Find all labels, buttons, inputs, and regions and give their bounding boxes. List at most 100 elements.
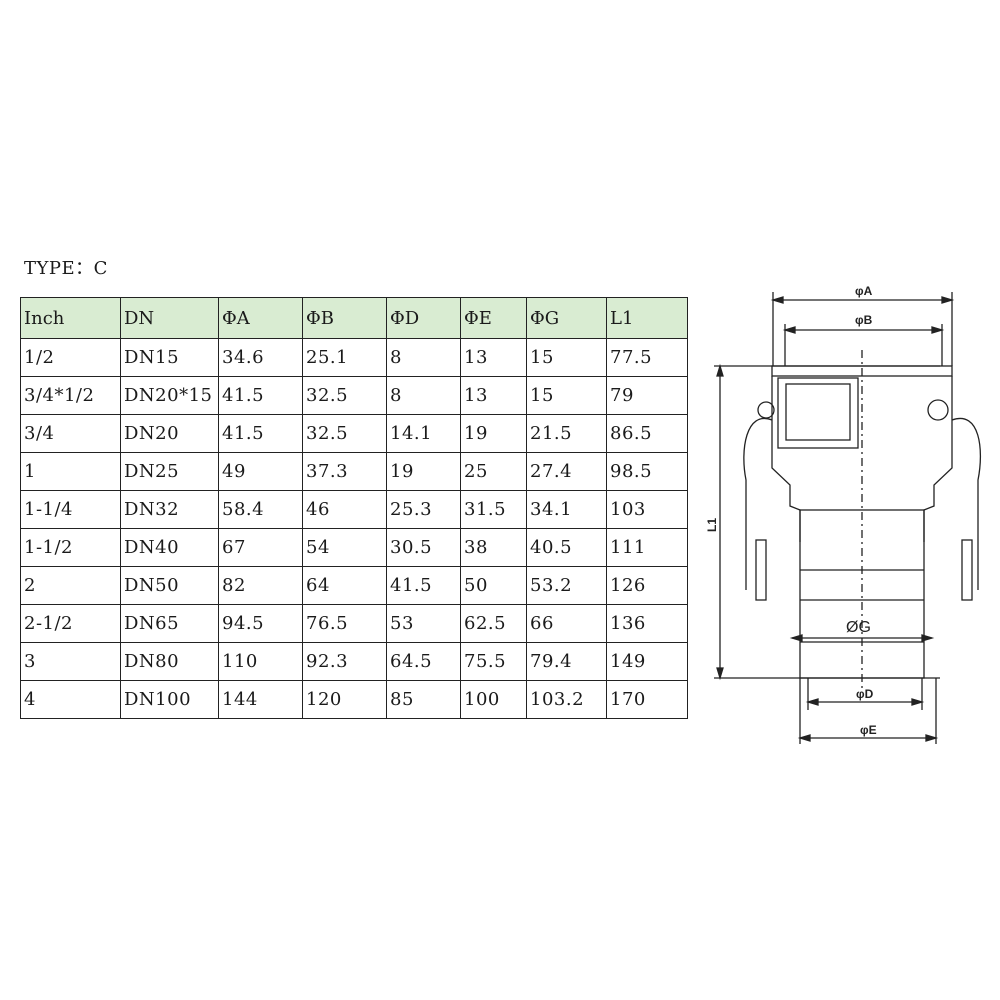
arrow-b-right: [931, 326, 945, 334]
table-row: 1-1/4 DN32 58.4 46 25.3 31.5 34.1 103: [20, 490, 688, 529]
pin-right: [927, 399, 949, 421]
table-row: 3/4 DN20 41.5 32.5 14.1 19 21.5 86.5: [20, 414, 688, 453]
cell-phi-a: 110: [218, 642, 303, 681]
cell-phi-b: 92.3: [302, 642, 387, 681]
cell-phi-e: 25: [460, 452, 527, 491]
cell-phi-a: 49: [218, 452, 303, 491]
cell-l1: 98.5: [606, 452, 688, 491]
label-a: φA: [855, 284, 873, 298]
arrow-e-right: [925, 734, 939, 742]
cell-phi-b: 64: [302, 566, 387, 605]
header-phi-g: ΦG: [526, 297, 607, 339]
cell-phi-d: 19: [386, 452, 461, 491]
cell-phi-b: 46: [302, 490, 387, 529]
cell-phi-g: 79.4: [526, 642, 607, 681]
cell-inch: 3: [20, 642, 121, 681]
label-d: φD: [856, 687, 874, 701]
cell-dn: DN65: [120, 604, 219, 643]
cell-phi-e: 75.5: [460, 642, 527, 681]
cell-dn: DN20: [120, 414, 219, 453]
cell-phi-g: 34.1: [526, 490, 607, 529]
cell-phi-a: 67: [218, 528, 303, 567]
cell-l1: 77.5: [606, 338, 688, 377]
table-header-row: Inch DN ΦA ΦB ΦD ΦE ΦG L1: [20, 297, 688, 339]
cell-phi-a: 82: [218, 566, 303, 605]
handle-left: [777, 377, 859, 449]
cell-phi-e: 31.5: [460, 490, 527, 529]
cell-phi-b: 120: [302, 680, 387, 719]
table-row: 2 DN50 82 64 41.5 50 53.2 126: [20, 566, 688, 605]
cell-phi-b: 54: [302, 528, 387, 567]
header-dn: DN: [120, 297, 219, 339]
cell-inch: 1/2: [20, 338, 121, 377]
dimension-table: Inch DN ΦA ΦB ΦD ΦE ΦG L1 1/2 DN15 34.6 …: [20, 297, 688, 719]
arrow-d-left: [805, 698, 819, 706]
cell-phi-d: 64.5: [386, 642, 461, 681]
cell-phi-d: 85: [386, 680, 461, 719]
cell-phi-e: 19: [460, 414, 527, 453]
table-row: 3 DN80 110 92.3 64.5 75.5 79.4 149: [20, 642, 688, 681]
cell-l1: 103: [606, 490, 688, 529]
cell-dn: DN32: [120, 490, 219, 529]
arrow-a-left: [770, 296, 784, 304]
cell-inch: 2-1/2: [20, 604, 121, 643]
cell-phi-b: 32.5: [302, 414, 387, 453]
cell-phi-a: 41.5: [218, 376, 303, 415]
header-inch: Inch: [20, 297, 121, 339]
cell-l1: 149: [606, 642, 688, 681]
arrow-d-right: [911, 698, 925, 706]
cell-phi-d: 8: [386, 338, 461, 377]
header-phi-b: ΦB: [302, 297, 387, 339]
table-row: 1/2 DN15 34.6 25.1 8 13 15 77.5: [20, 338, 688, 377]
cell-phi-g: 15: [526, 338, 607, 377]
coupler-drawing: φA φB L1 ØG φD φE: [705, 284, 982, 744]
table-row: 1-1/2 DN40 67 54 30.5 38 40.5 111: [20, 528, 688, 567]
cell-dn: DN20*15: [120, 376, 219, 415]
cell-inch: 3/4: [20, 414, 121, 453]
label-b: φB: [855, 313, 873, 327]
arrow-l1-top: [716, 363, 724, 377]
cell-l1: 111: [606, 528, 688, 567]
cell-inch: 1: [20, 452, 121, 491]
cell-phi-e: 100: [460, 680, 527, 719]
header-phi-d: ΦD: [386, 297, 461, 339]
cell-phi-g: 66: [526, 604, 607, 643]
header-phi-e: ΦE: [460, 297, 527, 339]
cell-inch: 4: [20, 680, 121, 719]
cell-phi-d: 53: [386, 604, 461, 643]
cell-phi-a: 41.5: [218, 414, 303, 453]
pin-left: [757, 401, 775, 419]
label-l1: L1: [705, 518, 719, 532]
cell-l1: 170: [606, 680, 688, 719]
cell-dn: DN100: [120, 680, 219, 719]
cell-phi-d: 8: [386, 376, 461, 415]
lever-left: [755, 539, 767, 601]
cell-phi-a: 58.4: [218, 490, 303, 529]
cell-phi-d: 41.5: [386, 566, 461, 605]
table-row: 4 DN100 144 120 85 100 103.2 170: [20, 680, 688, 719]
cell-phi-e: 50: [460, 566, 527, 605]
cell-phi-a: 144: [218, 680, 303, 719]
arrow-l1-bottom: [716, 667, 724, 681]
arrow-e-left: [797, 734, 811, 742]
arrow-b-left: [782, 326, 796, 334]
cell-phi-g: 53.2: [526, 566, 607, 605]
cell-inch: 1-1/2: [20, 528, 121, 567]
cell-phi-b: 25.1: [302, 338, 387, 377]
ear-right: [951, 417, 982, 590]
handle-left-inner: [785, 383, 851, 441]
cell-inch: 3/4*1/2: [20, 376, 121, 415]
cell-phi-b: 76.5: [302, 604, 387, 643]
cell-dn: DN15: [120, 338, 219, 377]
cell-phi-e: 13: [460, 376, 527, 415]
label-e: φE: [860, 723, 877, 737]
label-g: ØG: [846, 619, 871, 636]
header-phi-a: ΦA: [218, 297, 303, 339]
table-row: 1 DN25 49 37.3 19 25 27.4 98.5: [20, 452, 688, 491]
cell-inch: 1-1/4: [20, 490, 121, 529]
cell-phi-d: 14.1: [386, 414, 461, 453]
cell-phi-g: 21.5: [526, 414, 607, 453]
cell-l1: 86.5: [606, 414, 688, 453]
cell-phi-g: 40.5: [526, 528, 607, 567]
arrow-g-left: [789, 634, 803, 642]
